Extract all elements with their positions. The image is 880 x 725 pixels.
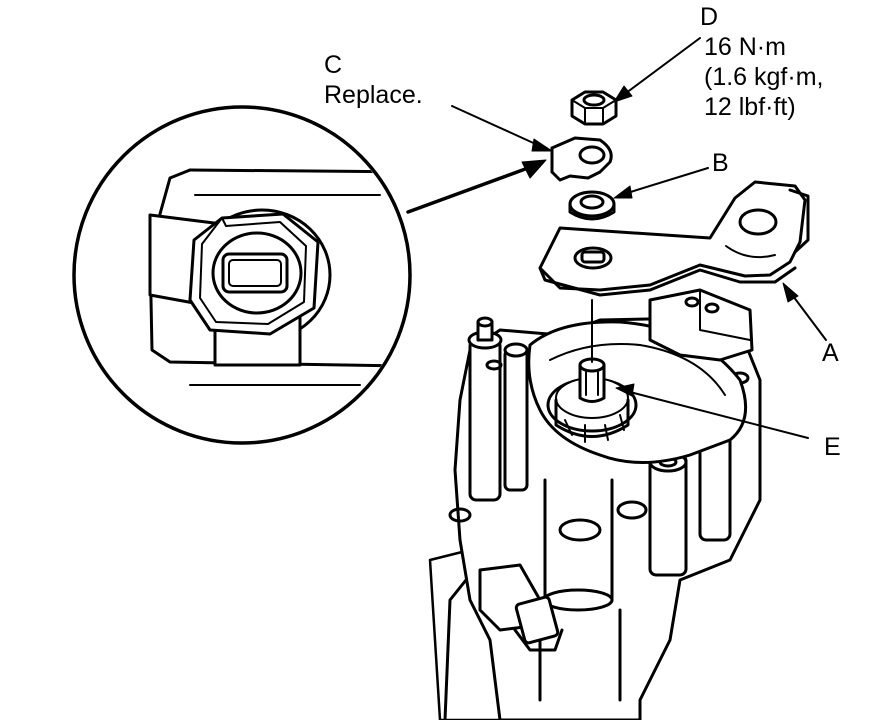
callout-d-letter: D [700,3,719,31]
callout-d-torque-kgfm: (1.6 kgf·m, [704,63,824,91]
callout-d-torque-nm: 16 N·m [704,33,786,61]
detail-magnifier [72,105,412,445]
control-lever-a [538,180,810,297]
nut-d [570,90,618,126]
callout-a-letter: A [822,339,839,367]
transmission-housing [428,288,762,722]
leader-lines [406,37,827,439]
callout-b-letter: B [712,149,729,177]
callout-e-letter: E [824,433,841,461]
callout-c-note: Replace. [324,81,423,109]
lock-washer-c [550,136,613,182]
callout-d-torque-lbfft: 12 lbf·ft) [704,93,796,121]
callout-c-letter: C [324,51,343,79]
washer-b [568,190,616,221]
